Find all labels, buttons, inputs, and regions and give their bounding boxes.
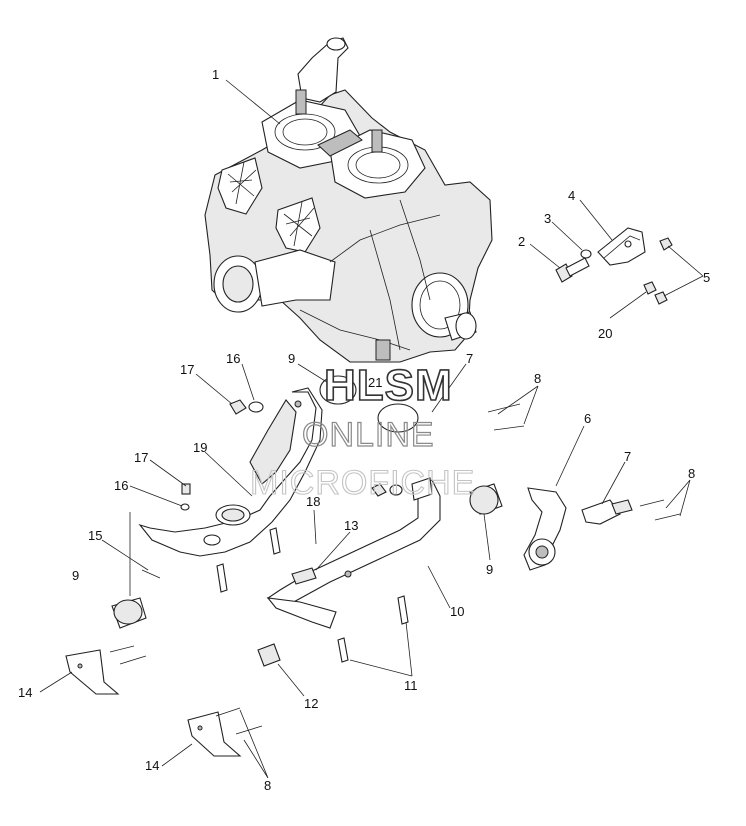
callout-7: 7 bbox=[624, 449, 631, 464]
callout-4: 4 bbox=[568, 188, 575, 203]
callout-18: 18 bbox=[306, 494, 320, 509]
callout-16: 16 bbox=[114, 478, 128, 493]
callout-21: 21 bbox=[368, 375, 382, 390]
callout-7: 7 bbox=[466, 351, 473, 366]
leader-lines bbox=[39, 79, 704, 779]
callout-2: 2 bbox=[518, 234, 525, 249]
right-mount-bracket bbox=[257, 477, 441, 667]
callout-13: 13 bbox=[344, 518, 358, 533]
callout-8: 8 bbox=[264, 778, 271, 793]
callout-11: 11 bbox=[404, 678, 418, 693]
callout-14: 14 bbox=[18, 685, 32, 700]
upper-mount-bracket-group bbox=[555, 227, 673, 305]
callout-3: 3 bbox=[544, 211, 551, 226]
rubber-mounts bbox=[111, 375, 503, 629]
callout-17: 17 bbox=[180, 362, 194, 377]
callout-numbers: 1 2 3 4 5 20 17 16 9 21 7 8 19 17 16 18 … bbox=[18, 67, 710, 793]
engine-assembly bbox=[204, 37, 493, 363]
callout-5: 5 bbox=[703, 270, 710, 285]
callout-9: 9 bbox=[288, 351, 295, 366]
torque-arm-group bbox=[487, 403, 681, 571]
callout-19: 19 bbox=[193, 440, 207, 455]
callout-6: 6 bbox=[584, 411, 591, 426]
left-mount-bracket bbox=[138, 387, 323, 593]
callout-8: 8 bbox=[534, 371, 541, 386]
plates-and-pins bbox=[65, 569, 263, 757]
callout-17: 17 bbox=[134, 450, 148, 465]
callout-9: 9 bbox=[72, 568, 79, 583]
callout-12: 12 bbox=[304, 696, 318, 711]
callout-8: 8 bbox=[688, 466, 695, 481]
callout-15: 15 bbox=[88, 528, 102, 543]
callout-16: 16 bbox=[226, 351, 240, 366]
watermark-line-2: ONLINE bbox=[302, 416, 435, 454]
callout-1: 1 bbox=[212, 67, 219, 82]
watermark: HLSM ONLINE MICROFICHE bbox=[249, 360, 475, 502]
callout-10: 10 bbox=[450, 604, 464, 619]
callout-20: 20 bbox=[598, 326, 612, 341]
watermark-line-3: MICROFICHE bbox=[250, 464, 475, 502]
watermark-line-1: HLSM bbox=[324, 361, 453, 410]
callout-14: 14 bbox=[145, 758, 159, 773]
callout-9: 9 bbox=[486, 562, 493, 577]
